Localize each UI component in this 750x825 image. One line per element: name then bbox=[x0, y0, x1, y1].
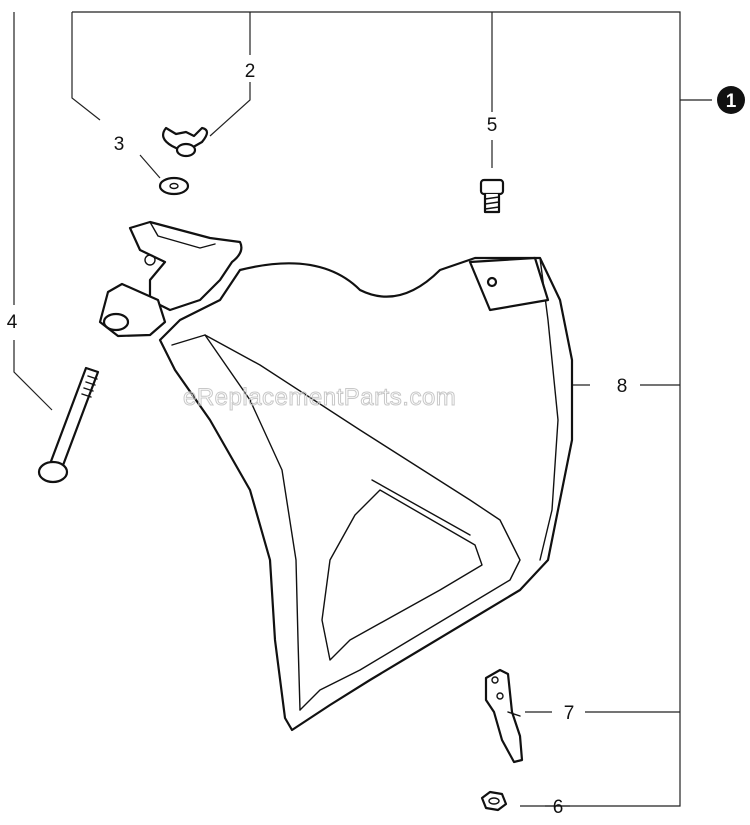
bracket-part bbox=[484, 668, 524, 764]
callout-8: 8 bbox=[617, 376, 628, 397]
callout-2: 2 bbox=[245, 61, 256, 82]
callout-7: 7 bbox=[564, 703, 575, 724]
callout-5: 5 bbox=[487, 115, 498, 136]
callout-3: 3 bbox=[114, 134, 125, 155]
callout-6: 6 bbox=[553, 797, 564, 818]
washer-part bbox=[158, 176, 190, 196]
group-badge-label: 1 bbox=[726, 91, 737, 112]
watermark-text: eReplacementParts.com bbox=[183, 384, 456, 411]
callout-4: 4 bbox=[7, 312, 18, 333]
bolt-part bbox=[37, 366, 100, 484]
leader-lines bbox=[13, 11, 712, 807]
guard-part bbox=[98, 220, 574, 732]
wing-nut-part bbox=[162, 126, 209, 158]
group-badge-circle bbox=[717, 86, 745, 114]
callout-labels: 2 3 4 5 6 7 8 bbox=[7, 61, 628, 818]
nut-part bbox=[480, 790, 508, 812]
screw-part bbox=[479, 178, 505, 214]
group-badge: 1 bbox=[717, 86, 745, 114]
